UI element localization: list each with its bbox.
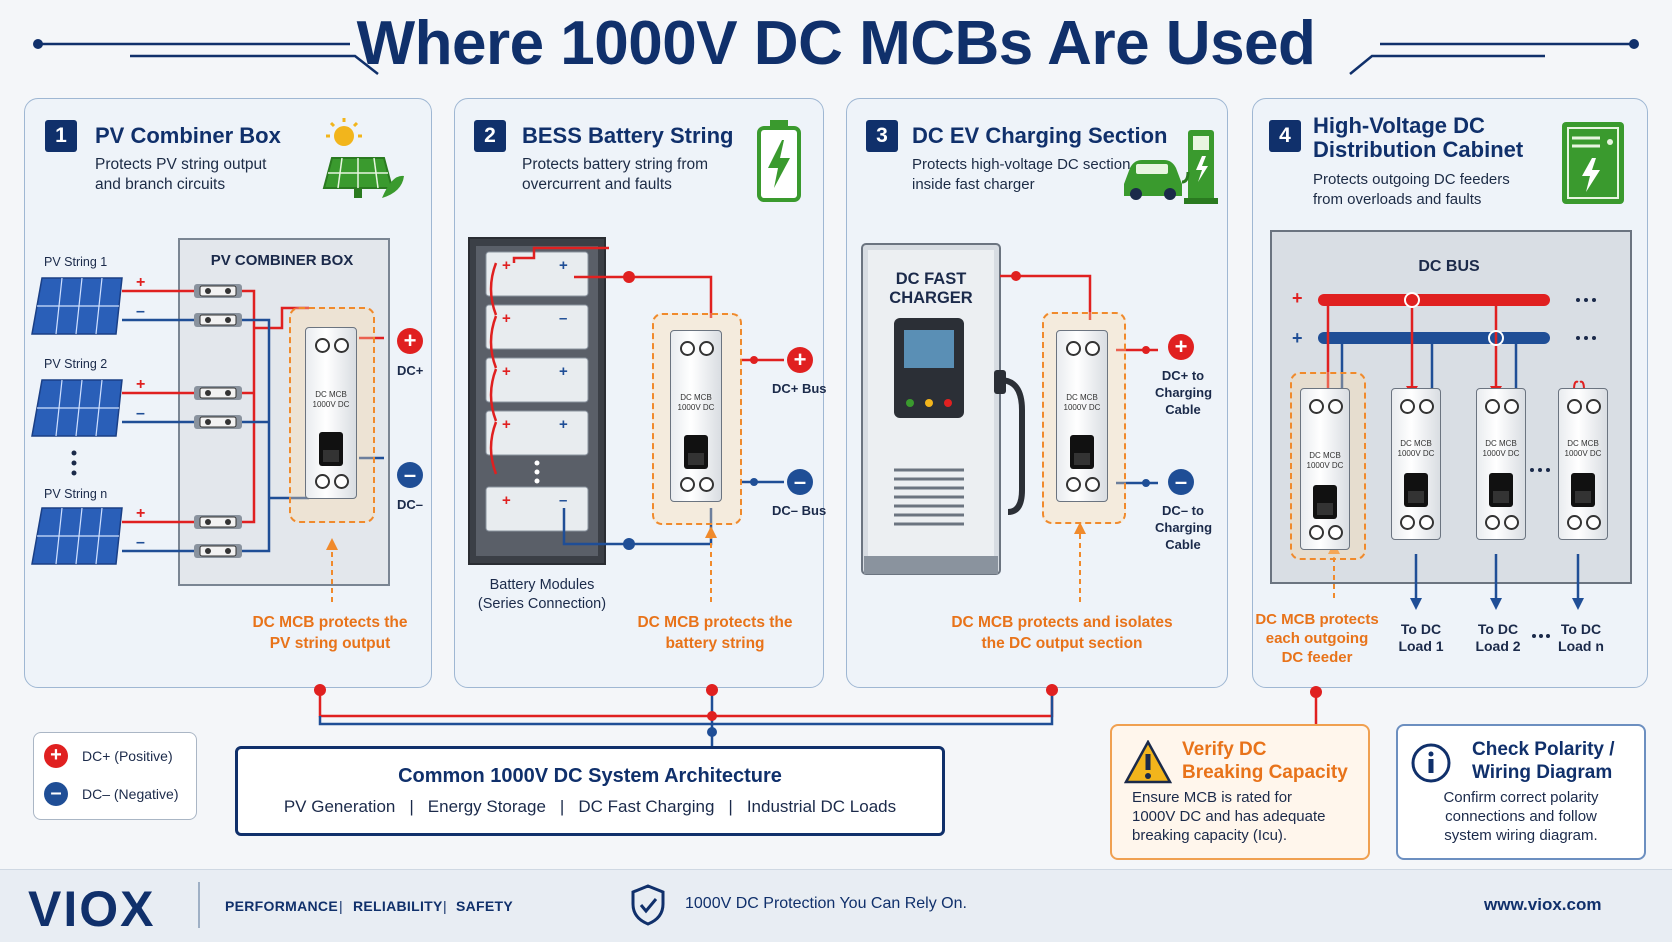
battery-icon <box>757 120 801 202</box>
pv-string-label: PV String 1 <box>44 255 108 269</box>
svg-text:+: + <box>136 274 145 291</box>
warning-icon <box>1124 740 1172 784</box>
svg-text:–: – <box>136 405 145 422</box>
footer-nav-safety[interactable]: SAFETY <box>456 898 514 914</box>
website-link[interactable]: www.viox.com <box>1484 895 1602 914</box>
page-title: Where 1000V DC MCBs Are Used <box>356 9 1316 78</box>
panel-title: PV Combiner Box <box>95 123 281 148</box>
svg-text:+: + <box>559 363 568 380</box>
check-title: Check Polarity /Wiring Diagram <box>1472 739 1615 783</box>
panel-number: 2 <box>474 120 506 152</box>
info-icon <box>1411 743 1451 783</box>
svg-text:+: + <box>136 376 145 393</box>
solar-panel-icon <box>322 118 404 198</box>
negative-icon: – <box>44 782 68 806</box>
architecture-items: PV Generation|Energy Storage|DC Fast Cha… <box>283 797 897 816</box>
svg-text:+: + <box>1292 288 1303 308</box>
pv-wiring-diagram: + – + – + – <box>31 274 384 602</box>
pv-string-label: PV String 2 <box>44 357 108 371</box>
dc-negative-bus-label: DC– Bus <box>772 503 827 518</box>
svg-text:+: + <box>502 492 511 509</box>
dc-bus-label: DC BUS <box>1418 258 1480 275</box>
panel-title: BESS Battery String <box>522 123 734 148</box>
pv-string-label: PV String n <box>44 487 108 501</box>
svg-text:+: + <box>502 363 511 380</box>
positive-icon: + <box>397 328 423 354</box>
footer: VIOX PERFORMANCE | RELIABILITY | SAFETY … <box>0 869 1672 942</box>
battery-modules-label: Battery Modules(Series Connection) <box>477 577 607 612</box>
ev-wiring-diagram <box>861 243 1158 602</box>
dc-negative-label: DC– <box>397 497 424 512</box>
ev-charger-icon <box>1124 130 1218 204</box>
architecture-connectors <box>314 684 1322 746</box>
legend: + DC+ (Positive) – DC– (Negative) <box>33 732 197 820</box>
panel-title: DC EV Charging Section <box>912 123 1168 148</box>
svg-text:+: + <box>559 257 568 274</box>
svg-text:+: + <box>502 416 511 433</box>
check-polarity-box: Check Polarity /Wiring Diagram Confirm c… <box>1396 724 1646 860</box>
footer-nav-reliability[interactable]: RELIABILITY <box>353 898 443 914</box>
panel-number: 4 <box>1269 120 1301 152</box>
panel-number: 3 <box>866 120 898 152</box>
negative-icon: – <box>1168 469 1194 495</box>
svg-text:–: – <box>559 492 567 509</box>
positive-icon: + <box>1168 334 1194 360</box>
svg-text:+: + <box>559 416 568 433</box>
footer-divider <box>198 882 200 928</box>
footer-tagline: 1000V DC Protection You Can Rely On. <box>685 895 967 912</box>
legend-negative: DC– (Negative) <box>82 786 179 802</box>
bess-wiring-diagram: + + + – + + + + + – <box>468 237 784 602</box>
svg-text:+: + <box>502 310 511 327</box>
architecture-title: Common 1000V DC System Architecture <box>398 765 782 787</box>
distribution-cabinet-icon <box>1562 122 1624 204</box>
svg-text:+: + <box>502 257 511 274</box>
svg-text:+: + <box>136 505 145 522</box>
positive-icon: + <box>787 347 813 373</box>
title-decoration <box>33 39 1639 75</box>
negative-icon: – <box>787 469 813 495</box>
positive-icon: + <box>44 744 68 768</box>
footer-nav-performance[interactable]: PERFORMANCE <box>225 898 338 914</box>
legend-positive: DC+ (Positive) <box>82 748 173 764</box>
svg-text:–: – <box>136 303 145 320</box>
svg-text:+: + <box>1292 328 1303 348</box>
shield-check-icon <box>631 884 665 926</box>
architecture-box: Common 1000V DC System Architecture PV G… <box>235 746 945 836</box>
panel-number: 1 <box>45 120 77 152</box>
dc-positive-label: DC+ <box>397 363 424 378</box>
negative-icon: – <box>397 462 423 488</box>
brand-logo: VIOX <box>28 881 156 937</box>
svg-text:–: – <box>559 310 567 327</box>
svg-text:–: – <box>136 534 145 551</box>
combiner-box-label: PV COMBINER BOX <box>210 252 354 269</box>
dc-positive-bus-label: DC+ Bus <box>772 381 827 396</box>
